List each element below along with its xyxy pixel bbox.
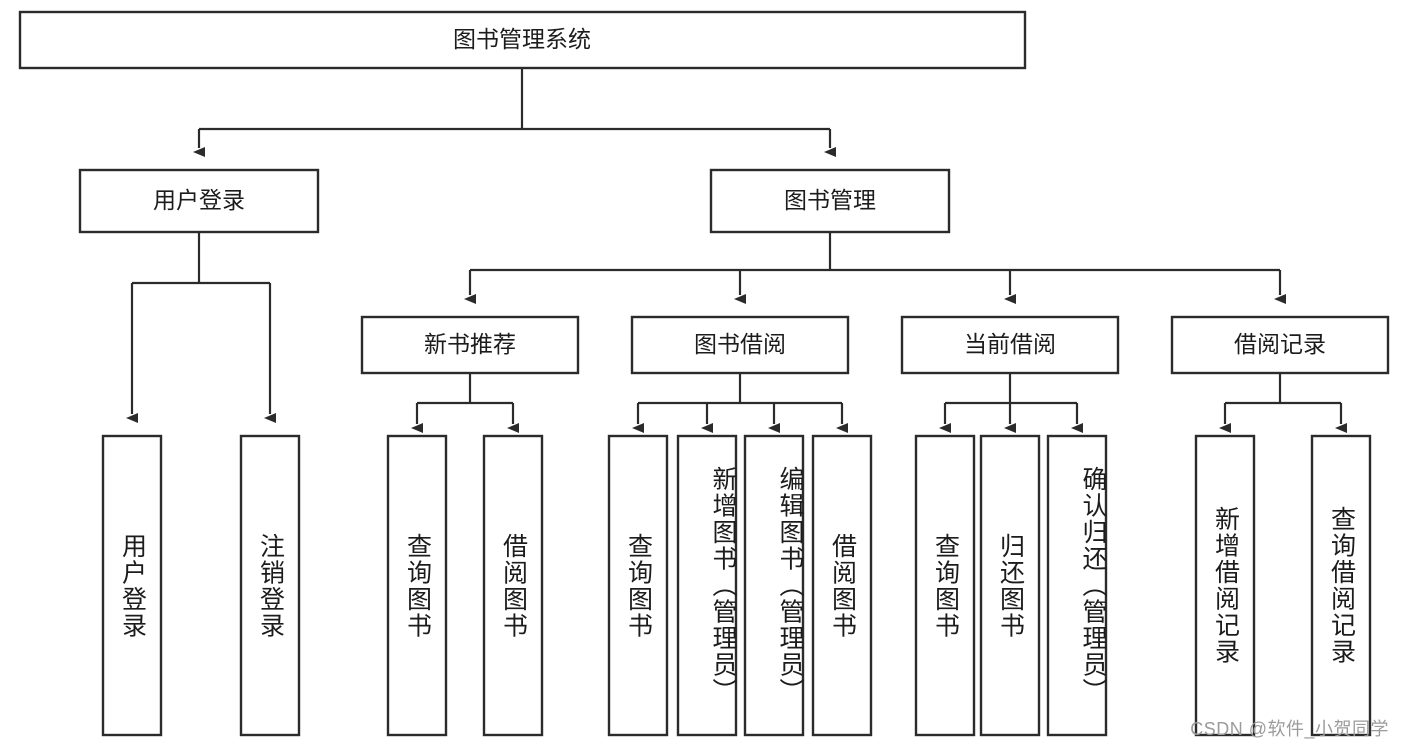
connector-group-book-borrow xyxy=(632,373,848,433)
node-label-borrow-record: 借阅记录 xyxy=(1234,331,1326,357)
leaf-box-add-borrow-record[interactable] xyxy=(1194,434,1256,737)
connector-group-current-borrow xyxy=(939,373,1083,433)
connector-group-borrow-record xyxy=(1219,373,1347,433)
node-box-book-manage[interactable] xyxy=(709,168,951,234)
csdn-watermark: CSDN @软件_小贺同学 xyxy=(1190,719,1389,739)
node-label-current-borrow: 当前借阅 xyxy=(964,331,1056,357)
leaf-box-edit-book-admin[interactable] xyxy=(743,434,805,737)
leaf-box-query-book-borrow[interactable] xyxy=(607,434,669,737)
node-box-current-borrow[interactable] xyxy=(900,315,1120,375)
connector-group-book-manage xyxy=(464,232,1286,304)
node-box-book-borrow[interactable] xyxy=(630,315,850,375)
node-box-new-book-recommend[interactable] xyxy=(360,315,580,375)
leaf-box-borrow-book[interactable] xyxy=(811,434,873,737)
node-box-root[interactable] xyxy=(18,10,1027,70)
leaf-box-return-book[interactable] xyxy=(979,434,1041,737)
leaf-box-add-book-admin[interactable] xyxy=(676,434,738,737)
leaf-box-logout-login[interactable] xyxy=(239,434,301,737)
node-label-new-book-recommend: 新书推荐 xyxy=(424,331,516,357)
connector-group-user-login xyxy=(126,232,276,423)
node-label-book-manage: 图书管理 xyxy=(784,187,876,213)
node-label-book-borrow: 图书借阅 xyxy=(694,331,786,357)
node-box-borrow-record[interactable] xyxy=(1170,315,1390,375)
node-label-root: 图书管理系统 xyxy=(453,26,591,52)
connector-group-new-book-recommend xyxy=(411,373,519,433)
connector-group-root xyxy=(193,68,836,157)
leaf-box-borrow-book-rec[interactable] xyxy=(482,434,544,737)
leaf-box-query-book-rec[interactable] xyxy=(386,434,448,737)
leaf-box-confirm-return-admin[interactable] xyxy=(1046,434,1108,737)
leaf-box-user-login[interactable] xyxy=(101,434,163,737)
leaf-box-query-borrow-record[interactable] xyxy=(1310,434,1372,737)
node-box-user-login[interactable] xyxy=(78,168,320,234)
node-label-user-login: 用户登录 xyxy=(153,187,245,213)
leaf-box-query-book-current[interactable] xyxy=(914,434,976,737)
